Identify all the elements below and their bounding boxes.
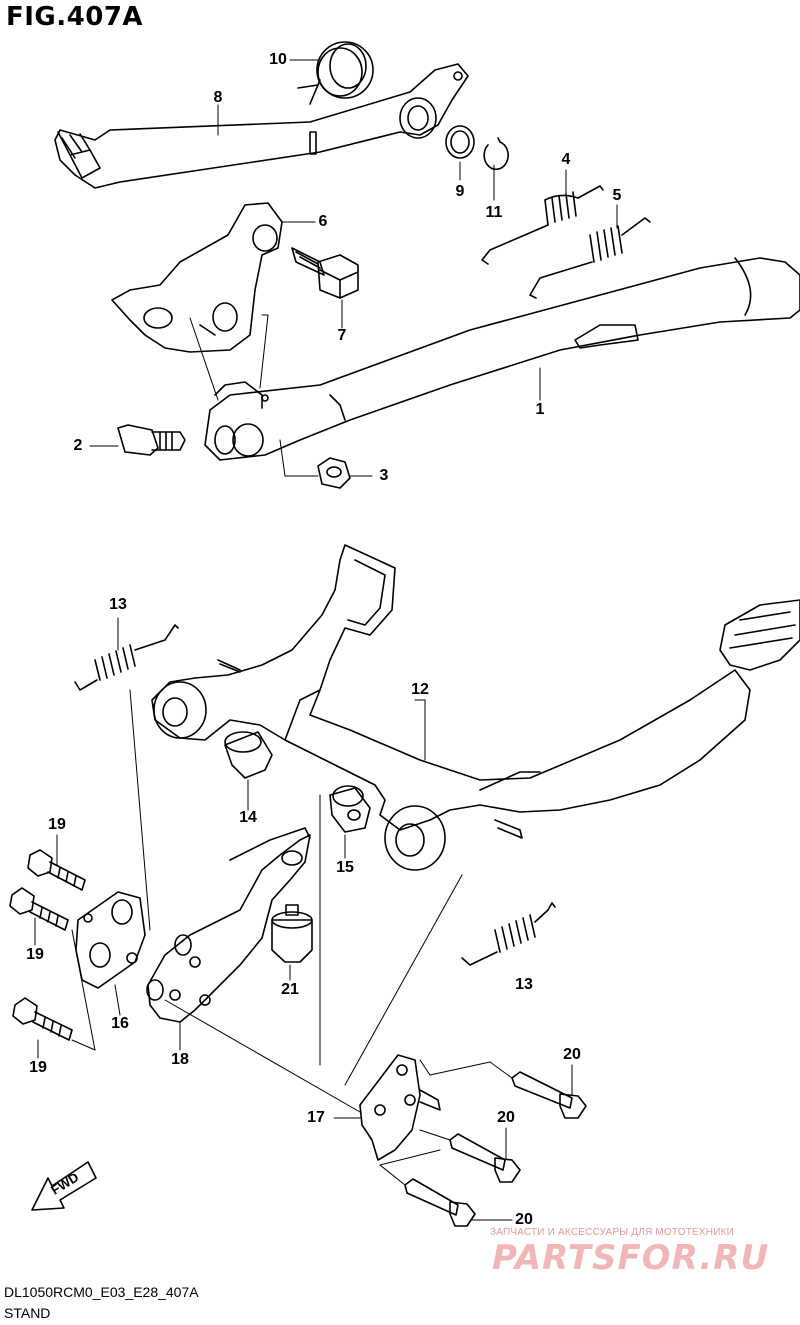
callout-6: 6 <box>318 213 328 230</box>
spring-part-5 <box>529 217 651 299</box>
callout-21: 21 <box>281 981 299 998</box>
callout-14: 14 <box>239 809 257 826</box>
washer-part-9 <box>445 125 475 159</box>
nut-part-3 <box>317 457 351 489</box>
callout-5: 5 <box>612 187 622 204</box>
watermark-tagline: ЗАПЧАСТИ И АКСЕССУАРЫ ДЛЯ МОТОТЕХНИКИ <box>490 1227 735 1238</box>
collar-part-15 <box>329 785 371 833</box>
brake-pedal-part-8 <box>54 63 469 189</box>
bracket-part-17 <box>359 1054 441 1161</box>
pedal-spring-part-10 <box>297 41 374 105</box>
callout-13-upper: 13 <box>109 596 127 613</box>
callout-13-lower: 13 <box>515 976 533 993</box>
section-name: STAND <box>4 1305 51 1321</box>
callout-18: 18 <box>171 1051 189 1068</box>
spring-part-13-upper <box>74 624 179 691</box>
callout-2: 2 <box>73 437 83 454</box>
callout-8: 8 <box>213 89 223 106</box>
callout-20-c: 20 <box>515 1211 533 1228</box>
model-code: DL1050RCM0_E03_E28_407A <box>4 1284 199 1300</box>
callout-20-b: 20 <box>497 1109 515 1126</box>
side-stand-part-1 <box>204 257 800 461</box>
spring-part-13-lower <box>461 902 556 966</box>
bolt-part-19-c <box>12 997 73 1041</box>
callout-10: 10 <box>269 51 287 68</box>
leader-lines-top <box>89 59 618 477</box>
callout-17: 17 <box>307 1109 325 1126</box>
callout-11: 11 <box>485 204 503 221</box>
callout-16: 16 <box>111 1015 129 1032</box>
bolt-part-19-a <box>27 849 86 891</box>
callout-19-a: 19 <box>48 816 66 833</box>
callout-3: 3 <box>379 467 389 484</box>
rubber-part-21 <box>271 904 313 963</box>
callout-1: 1 <box>535 401 545 418</box>
watermark-brand-logo: PARTSFOR.RU <box>492 1238 770 1278</box>
callout-19-b: 19 <box>26 946 44 963</box>
pivot-bolt-part-2 <box>117 424 186 456</box>
bolt-part-20-c <box>404 1178 476 1227</box>
callout-12: 12 <box>411 681 429 698</box>
figure-title: FIG.407A <box>6 2 144 32</box>
collar-part-14 <box>224 731 273 779</box>
leader-lines-bottom <box>34 617 573 1221</box>
callout-4: 4 <box>561 151 571 168</box>
bolt-part-20-a <box>511 1071 587 1119</box>
circlip-part-11 <box>483 137 509 171</box>
bolt-part-7 <box>291 247 359 299</box>
bracket-part-16 <box>75 891 146 989</box>
callout-7: 7 <box>337 327 347 344</box>
fwd-arrow-icon <box>31 1161 97 1211</box>
callout-15: 15 <box>336 859 354 876</box>
callout-20-a: 20 <box>563 1046 581 1063</box>
spring-part-4 <box>481 185 604 265</box>
bolt-part-20-b <box>449 1133 521 1183</box>
callout-9: 9 <box>455 183 465 200</box>
bolt-part-19-b <box>9 887 69 931</box>
stand-bracket-part-6 <box>111 202 283 353</box>
callout-19-c: 19 <box>29 1059 47 1076</box>
center-stand-part-12 <box>151 544 800 871</box>
